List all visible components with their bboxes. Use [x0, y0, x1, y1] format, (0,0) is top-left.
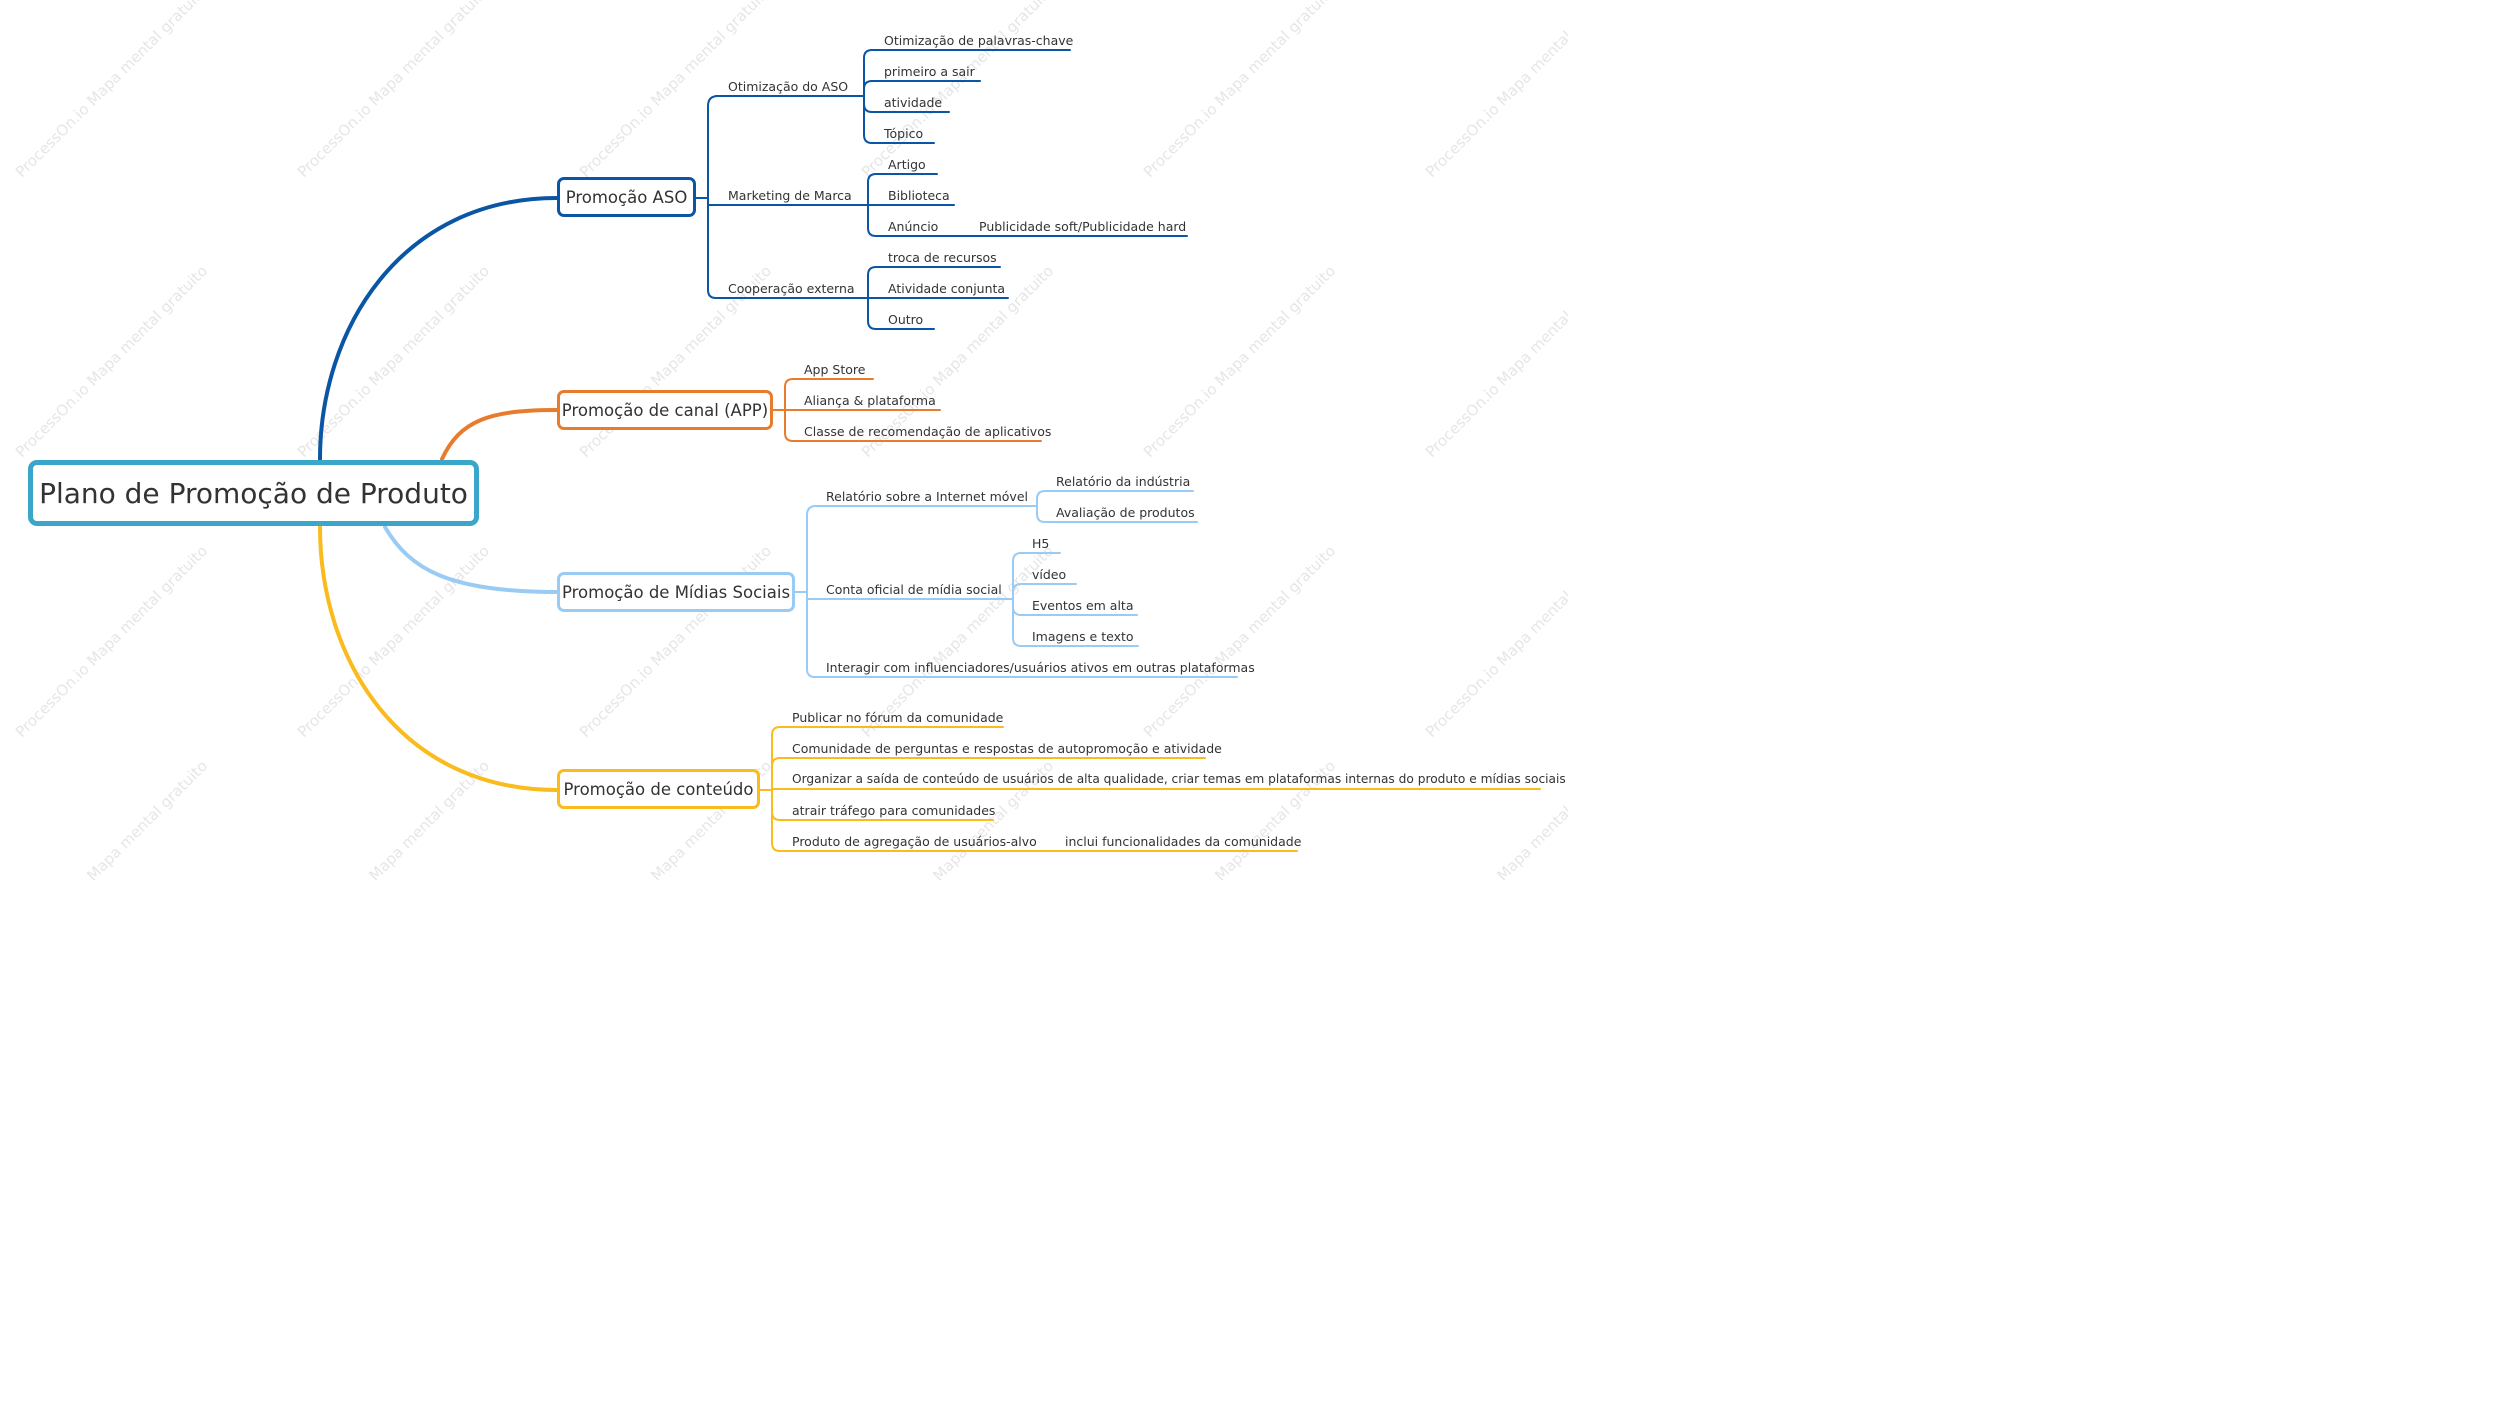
- aso-otimizacao-children-join-1: [863, 80, 873, 90]
- social-join-relatorio: [806, 505, 817, 516]
- social-relatorio-children-join-0: [1036, 490, 1046, 500]
- leaf-avaliacao-produtos[interactable]: Avaliação de produtos: [1056, 505, 1195, 520]
- social-relatorio-children-join-1: [1036, 513, 1046, 523]
- connector-layer: [318, 49, 1541, 852]
- root-topic[interactable]: Plano de Promoção de Produto: [28, 460, 479, 526]
- subtopic-relatorio-internet-movel[interactable]: Relatório sobre a Internet móvel: [826, 489, 1028, 504]
- watermark-text: ProcessOn.io Mapa mental gratuito: [294, 0, 493, 181]
- watermark-text: ProcessOn.io Mapa mental gratuito: [294, 757, 493, 880]
- root-topic-label: Plano de Promoção de Produto: [39, 476, 468, 510]
- leaf-classe-recomendacao[interactable]: Classe de recomendação de aplicativos: [804, 424, 1052, 439]
- leaf-outro[interactable]: Outro: [888, 312, 924, 327]
- aso-otimizacao-children-join-0: [863, 49, 873, 59]
- subtopic-conta-oficial[interactable]: Conta oficial de mídia social: [826, 582, 1002, 597]
- leaf-produto-agregacao[interactable]: Produto de agregação de usuários-alvo: [792, 834, 1037, 849]
- topic-promocao-midias-sociais-label: Promoção de Mídias Sociais: [561, 582, 791, 602]
- leaf-artigo[interactable]: Artigo: [888, 157, 926, 172]
- social-join-interagir: [806, 668, 816, 678]
- leaf-app-store[interactable]: App Store: [804, 362, 866, 377]
- watermark-text: ProcessOn.io Mapa mental gratuito: [12, 542, 211, 741]
- topic-promocao-aso[interactable]: Promoção ASO: [557, 177, 696, 217]
- leaf-biblioteca[interactable]: Biblioteca: [888, 188, 950, 203]
- leaf-primeiro-a-sair[interactable]: primeiro a sair: [884, 64, 975, 79]
- leaf-video[interactable]: vídeo: [1032, 567, 1067, 582]
- leaf-comunidade-perguntas[interactable]: Comunidade de perguntas e respostas de a…: [792, 741, 1222, 756]
- connector-root-aso: [318, 196, 559, 461]
- watermark-text: ProcessOn.io Mapa mental gratuito: [1140, 262, 1339, 461]
- aso-otimizacao-children-join-3: [863, 134, 873, 144]
- leaf-atrair-trafego[interactable]: atrair tráfego para comunidades: [792, 803, 996, 818]
- canal-children-join-2: [784, 432, 794, 442]
- leaf-atividade-conjunta[interactable]: Atividade conjunta: [888, 281, 1006, 296]
- conteudo-children-join-0: [771, 726, 781, 736]
- watermark-text: ProcessOn.io Mapa mental gratuito: [1422, 0, 1568, 181]
- leaf-alianca-plataforma[interactable]: Aliança & plataforma: [804, 393, 936, 408]
- watermark-text: ProcessOn.io Mapa mental gratuito: [12, 262, 211, 461]
- aso-cooperacao-children-join-2: [867, 320, 877, 330]
- aso-cooperacao-children-join-0: [867, 266, 877, 276]
- subtopic-otimizacao-aso[interactable]: Otimização do ASO: [728, 79, 849, 94]
- conteudo-children-join-3: [771, 811, 781, 821]
- conteudo-children-join-1: [771, 757, 781, 767]
- social-conta-children-join-1: [1012, 583, 1022, 593]
- topic-promocao-conteudo[interactable]: Promoção de conteúdo: [557, 769, 760, 809]
- leaf-relatorio-industria[interactable]: Relatório da indústria: [1056, 474, 1191, 489]
- topic-promocao-conteudo-label: Promoção de conteúdo: [563, 779, 754, 799]
- connector-root-social: [383, 525, 559, 594]
- leaf-imagens-e-texto[interactable]: Imagens e texto: [1032, 629, 1134, 644]
- social-conta-children-join-0: [1012, 552, 1022, 562]
- leaf-anuncio[interactable]: Anúncio: [888, 219, 939, 234]
- aso-join-cooperacao: [707, 289, 717, 299]
- connector-root-canal: [440, 408, 559, 461]
- canal-children-join-0: [784, 378, 794, 388]
- leaf-inclui-funcionalidades[interactable]: inclui funcionalidades da comunidade: [1065, 834, 1302, 849]
- topic-promocao-midias-sociais[interactable]: Promoção de Mídias Sociais: [557, 572, 795, 612]
- leaf-h5[interactable]: H5: [1032, 536, 1050, 551]
- watermark-text: ProcessOn.io Mapa mental gratuito: [1140, 0, 1339, 181]
- topic-promocao-canal-label: Promoção de canal (APP): [561, 400, 769, 420]
- subtopic-interagir-influenciadores[interactable]: Interagir com influenciadores/usuários a…: [826, 660, 1255, 675]
- leaf-publicidade-soft-hard[interactable]: Publicidade soft/Publicidade hard: [979, 219, 1187, 234]
- conteudo-children-join-4: [771, 842, 781, 852]
- subtopic-marketing-de-marca[interactable]: Marketing de Marca: [728, 188, 852, 203]
- watermark-text: ProcessOn.io Mapa mental gratuito: [12, 757, 211, 880]
- aso-otimizacao-children-join-2: [863, 103, 873, 113]
- watermark-text: ProcessOn.io Mapa mental gratuito: [1422, 262, 1568, 461]
- leaf-eventos-em-alta[interactable]: Eventos em alta: [1032, 598, 1134, 613]
- watermark-text: ProcessOn.io Mapa mental gratuito: [858, 0, 1057, 181]
- leaf-troca-de-recursos[interactable]: troca de recursos: [888, 250, 997, 265]
- topic-promocao-aso-label: Promoção ASO: [565, 187, 688, 207]
- watermark-text: ProcessOn.io Mapa mental gratuito: [12, 0, 211, 181]
- leaf-organizar-saida-conteudo[interactable]: Organizar a saída de conteúdo de usuário…: [792, 772, 1566, 786]
- aso-marketing-children-join-0: [867, 173, 877, 183]
- leaf-atividade[interactable]: atividade: [884, 95, 943, 110]
- leaf-publicar-forum[interactable]: Publicar no fórum da comunidade: [792, 710, 1004, 725]
- aso-marketing-children-join-2: [867, 227, 877, 237]
- social-conta-children-join-2: [1012, 606, 1022, 616]
- connector-root-conteudo: [318, 525, 559, 792]
- leaf-otimizacao-palavras-chave[interactable]: Otimização de palavras-chave: [884, 33, 1074, 48]
- social-conta-children-join-3: [1012, 637, 1022, 647]
- topic-promocao-canal[interactable]: Promoção de canal (APP): [557, 390, 773, 430]
- watermark-text: ProcessOn.io Mapa mental gratuito: [1140, 542, 1339, 741]
- leaf-topico[interactable]: Tópico: [884, 126, 924, 141]
- subtopic-cooperacao-externa[interactable]: Cooperação externa: [728, 281, 855, 296]
- aso-join-otimizacao: [707, 95, 719, 107]
- watermark-text: ProcessOn.io Mapa mental gratuito: [1422, 542, 1568, 741]
